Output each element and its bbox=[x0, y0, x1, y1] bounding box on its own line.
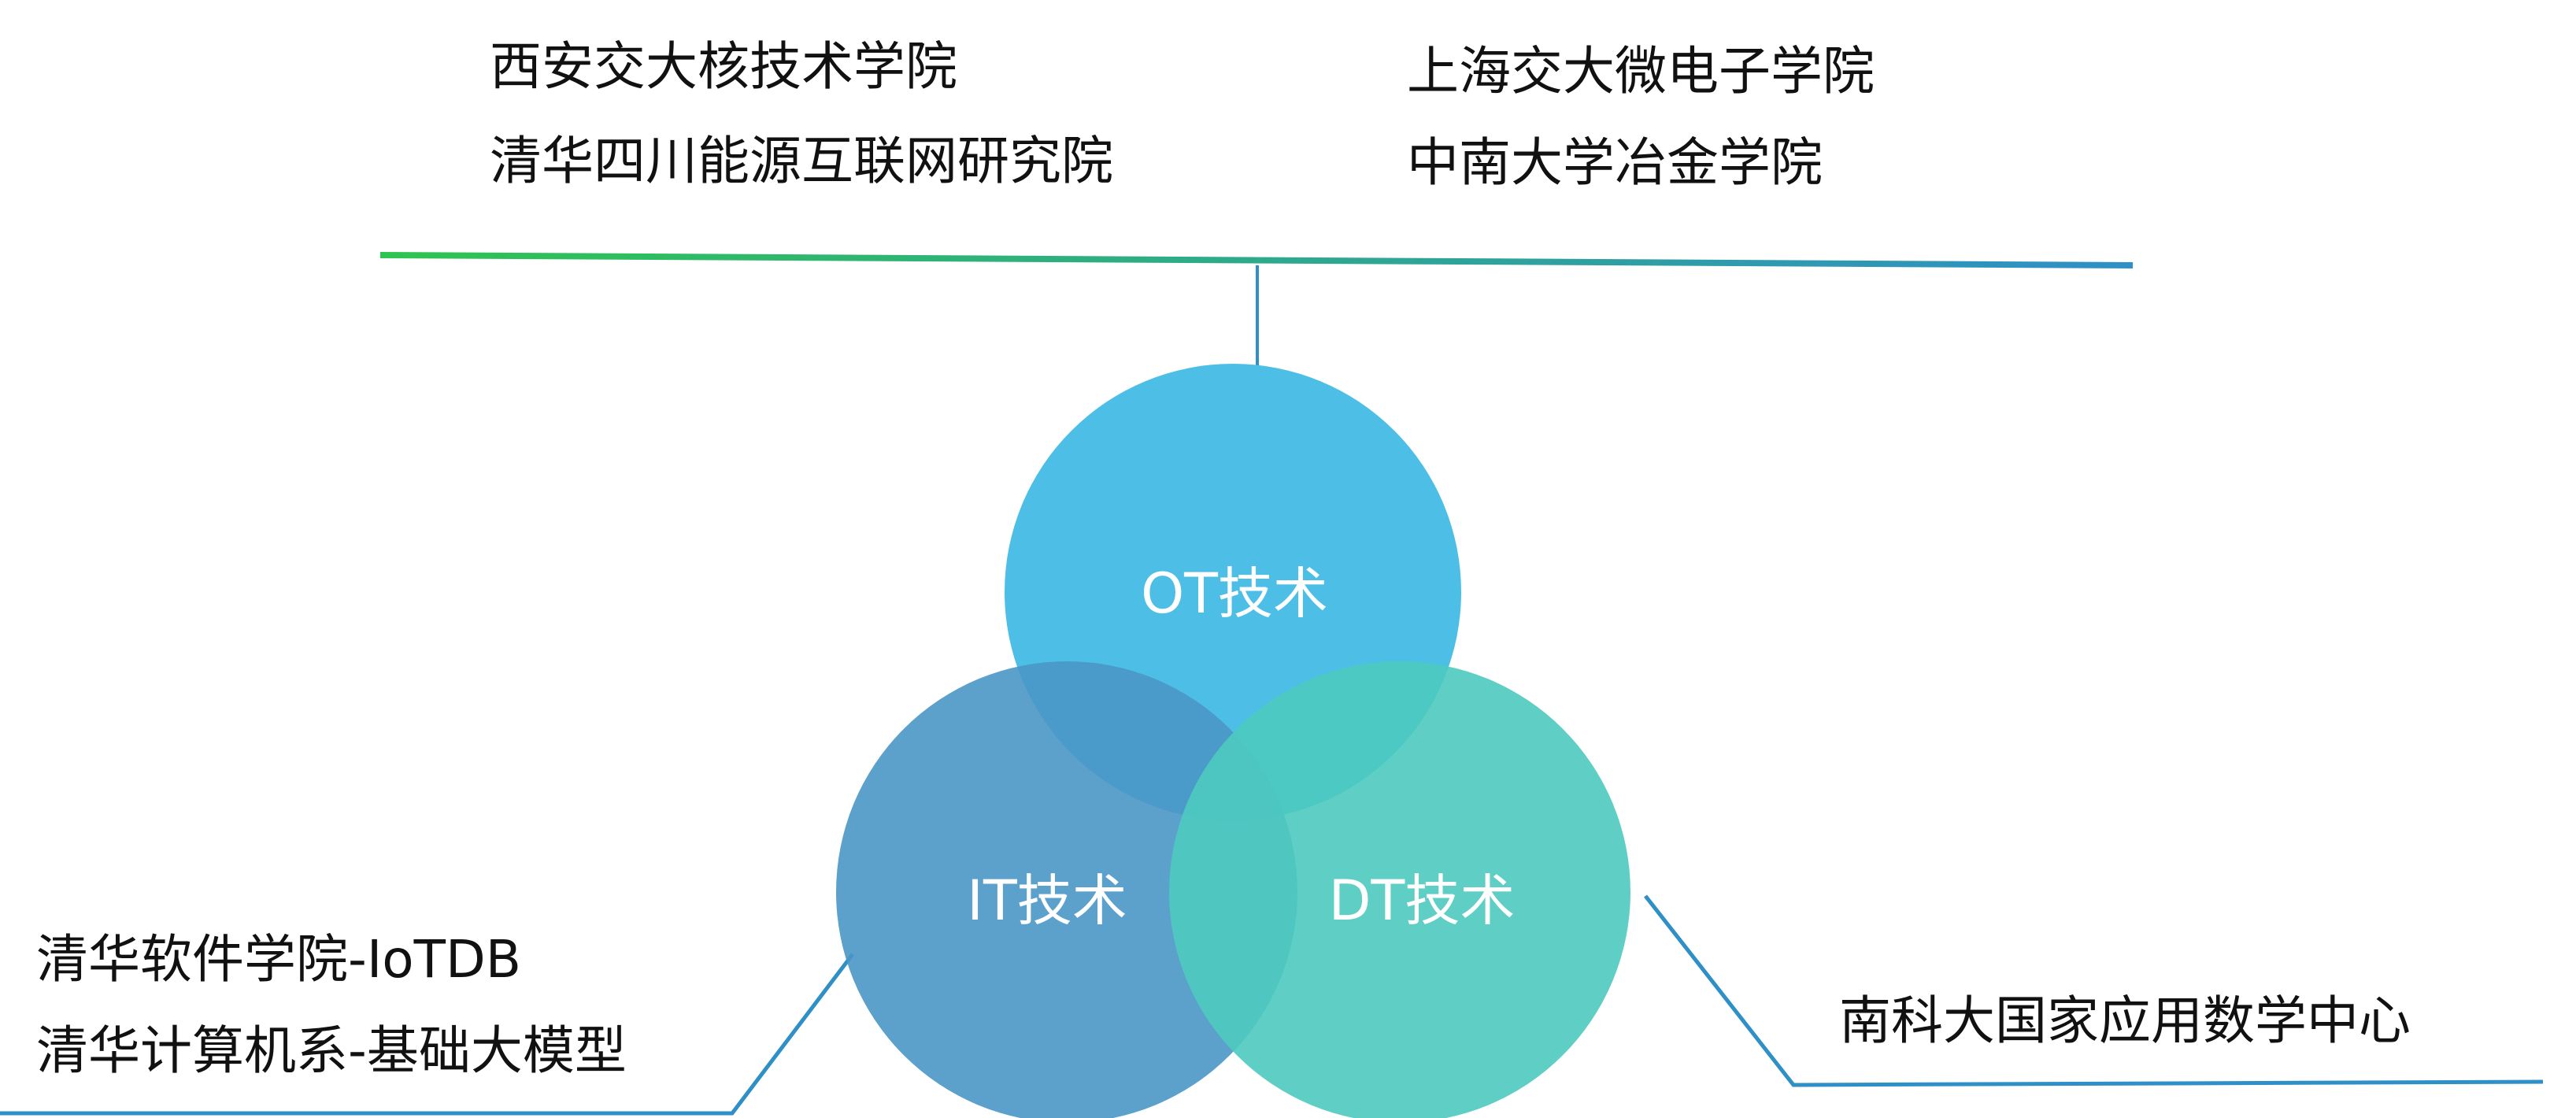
top-right-item: 中南大学冶金学院 bbox=[1407, 132, 1823, 193]
bottom-right-item: 南科大国家应用数学中心 bbox=[1839, 990, 2411, 1051]
bottom-left-connector-line bbox=[0, 953, 854, 1116]
top-left-item: 西安交大核技术学院 bbox=[490, 36, 957, 97]
ot-label: OT技术 bbox=[1141, 561, 1328, 626]
top-right-item: 上海交大微电子学院 bbox=[1407, 41, 1875, 102]
it-circle bbox=[836, 661, 1297, 1118]
bottom-left-item: 清华计算机系-基础大模型 bbox=[36, 1020, 627, 1081]
dt-label: DT技术 bbox=[1329, 868, 1516, 933]
top-left-item: 清华四川能源互联网研究院 bbox=[490, 131, 1113, 191]
it-label: IT技术 bbox=[967, 868, 1127, 933]
bottom-right-connector-line bbox=[1644, 894, 2544, 1087]
bottom-left-item: 清华软件学院-IoTDB bbox=[36, 929, 522, 990]
top-divider-line bbox=[380, 252, 2133, 268]
dt-circle bbox=[1169, 661, 1630, 1118]
